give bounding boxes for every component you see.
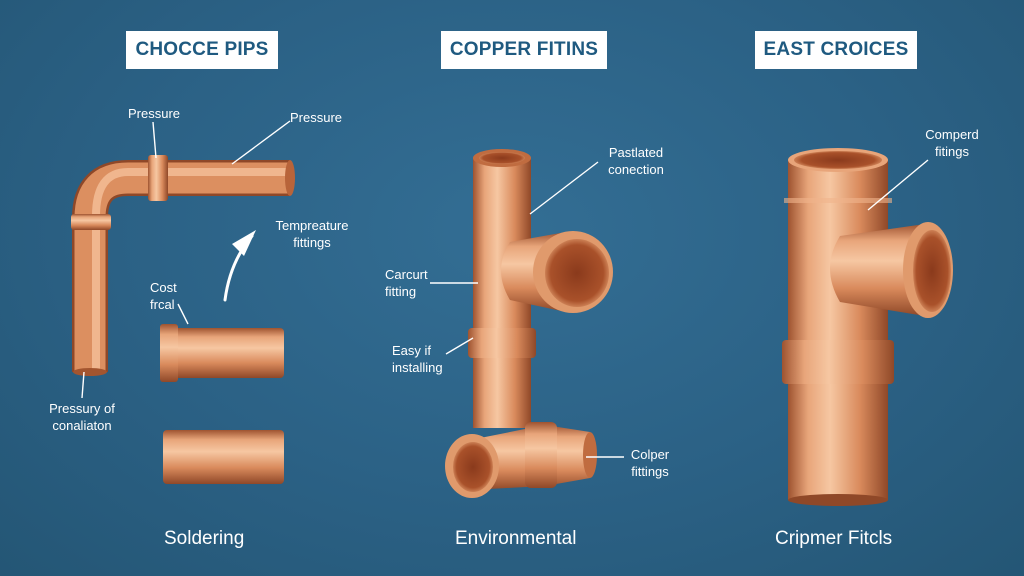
callout-pressure-right: Pressure [290, 110, 343, 125]
callout-pressury: Pressury of conaliaton [40, 400, 124, 434]
callout-pastlated-line2: conection [608, 162, 664, 177]
tee-fitting [445, 149, 613, 498]
callout-colper-line1: Colper [630, 447, 670, 462]
panel2-heading: COPPER FITINS [441, 31, 607, 69]
callout-easy-line2: installing [392, 360, 443, 375]
callout-carcurt-line1: Carcurt [385, 267, 428, 282]
callout-cost: Cost frcal [150, 279, 177, 313]
panel3-heading: EAST CROICES [755, 31, 917, 69]
callout-cost-line2: frcal [150, 297, 175, 312]
elbow-pipe [71, 155, 295, 376]
panel1-heading: CHOCCE PIPS [126, 31, 278, 69]
panel3-callout-lines [867, 159, 929, 211]
panel2-caption: Environmental [455, 528, 577, 549]
callout-colper-line2: fittings [631, 464, 669, 479]
straight-pipe-lower [163, 430, 284, 484]
callout-easy-line1: Easy if [392, 343, 432, 358]
panel2-callout-lines [430, 161, 624, 458]
straight-pipe-upper [160, 324, 284, 382]
callout-easy: Easy if installing [392, 342, 443, 376]
callout-pastlated-line1: Pastlated [608, 145, 664, 160]
callout-pastlated: Pastlated conection [600, 144, 672, 178]
panel3-caption: Cripmer Fitcls [775, 528, 893, 549]
callout-colper: Colper fittings [620, 446, 680, 480]
callout-temperature: Tempreature fittings [270, 217, 354, 251]
panel1-callout-lines [81, 120, 291, 399]
arrowhead-icon [232, 230, 256, 256]
callout-carcurt: Carcurt fitting [385, 266, 428, 300]
callout-pressury-line1: Pressury of [49, 401, 115, 416]
callout-pressury-line2: conaliaton [52, 418, 112, 433]
callout-carcurt-line2: fitting [385, 284, 417, 299]
panel1-caption: Soldering [164, 528, 245, 549]
callout-temperature-line1: Tempreature [275, 218, 349, 233]
callout-comperd-line2: fitings [935, 144, 969, 159]
callout-pressure-left: Pressure [128, 106, 181, 121]
callout-comperd-line1: Comperd [925, 127, 979, 142]
large-tee-fitting [782, 148, 953, 506]
callout-comperd: Comperd fitings [912, 126, 992, 160]
callout-cost-line1: Cost [150, 280, 177, 295]
callout-temperature-line2: fittings [293, 235, 331, 250]
